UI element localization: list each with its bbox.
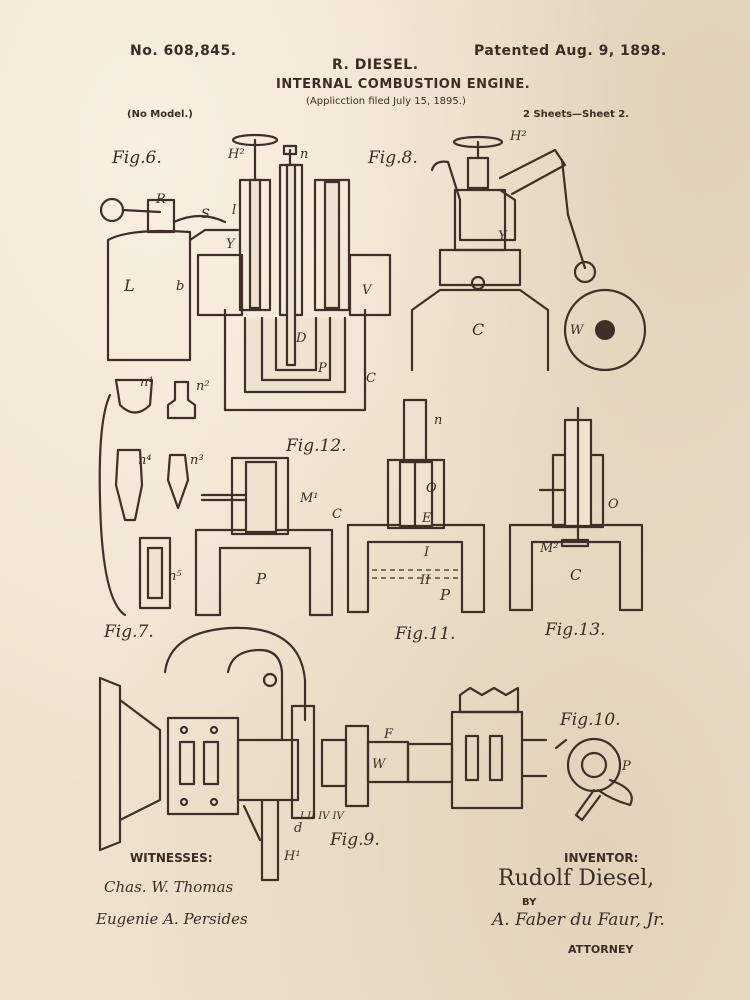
ref-p-b: P <box>256 572 266 587</box>
ref-n1: n¹ <box>140 376 154 389</box>
ref-s: S <box>201 208 210 221</box>
attorney-label: ATTORNEY <box>568 944 633 955</box>
fig-11-label: Fig.11. <box>395 626 456 643</box>
ref-o-b: O <box>608 498 619 511</box>
ref-y-a: Y <box>226 238 235 251</box>
ref-ii: II <box>420 574 430 587</box>
fig-13-label: Fig.13. <box>545 622 606 639</box>
figure-11-drawing <box>348 400 484 612</box>
ref-o-a: O <box>426 482 437 495</box>
ref-p-d: P <box>622 760 631 773</box>
ref-d: D <box>296 332 306 345</box>
ref-p-a: P <box>318 362 327 375</box>
ref-f: F <box>384 728 393 741</box>
fig-10-label: Fig.10. <box>560 712 621 729</box>
ref-w-a: W <box>570 324 583 337</box>
ref-c-d: C <box>570 568 581 583</box>
figure-10-drawing <box>556 739 632 820</box>
figure-6-drawing <box>101 135 390 410</box>
ref-c-b: C <box>366 372 376 385</box>
ref-n5: n⁵ <box>168 570 182 583</box>
witness-1-signature: Chas. W. Thomas <box>104 880 233 895</box>
ref-m1: M¹ <box>300 492 319 505</box>
ref-n3: n³ <box>190 454 204 467</box>
figure-8-drawing <box>412 137 645 370</box>
ref-n-a: n <box>300 148 308 161</box>
witnesses-label: WITNESSES: <box>130 852 213 864</box>
ref-c-a: C <box>472 322 484 338</box>
ref-l-big: L <box>124 278 135 294</box>
ref-n4: n⁴ <box>138 454 152 467</box>
ref-w-b: W <box>372 758 385 771</box>
ref-h2-b: H² <box>510 130 527 143</box>
ref-roman-numerals: I II IV IV <box>300 812 344 822</box>
ref-y-b: Y <box>498 230 507 243</box>
attorney-signature: A. Faber du Faur, Jr. <box>492 912 665 929</box>
fig-9-label: Fig.9. <box>330 832 380 849</box>
ref-v: V <box>362 284 371 297</box>
inventor-label: INVENTOR: <box>564 852 638 864</box>
ref-m2: M² <box>540 542 559 555</box>
ref-h2-a: H² <box>228 148 245 161</box>
fig-6-label: Fig.6. <box>112 150 162 167</box>
ref-b: b <box>176 280 184 293</box>
ref-n-b: n <box>434 414 442 427</box>
fig-8-label: Fig.8. <box>368 150 418 167</box>
ref-i: I <box>424 546 429 559</box>
by-label: BY <box>522 898 536 908</box>
ref-c-c: C <box>332 508 342 521</box>
ref-d-small: d <box>294 822 302 835</box>
witness-2-signature: Eugenie A. Persides <box>96 912 248 927</box>
ref-e: E <box>422 512 432 525</box>
ref-l-small: l <box>232 204 236 217</box>
ref-p-c: P <box>440 588 450 603</box>
fig-12-label: Fig.12. <box>286 438 347 455</box>
figure-7-9-drawing <box>100 628 546 880</box>
inventor-signature: Rudolf Diesel, <box>498 868 654 890</box>
fig-7-label: Fig.7. <box>104 624 154 641</box>
figure-12-drawing <box>196 458 332 615</box>
ref-n2: n² <box>196 380 210 393</box>
ref-r: R <box>156 193 166 206</box>
ref-h1: H¹ <box>284 850 301 863</box>
